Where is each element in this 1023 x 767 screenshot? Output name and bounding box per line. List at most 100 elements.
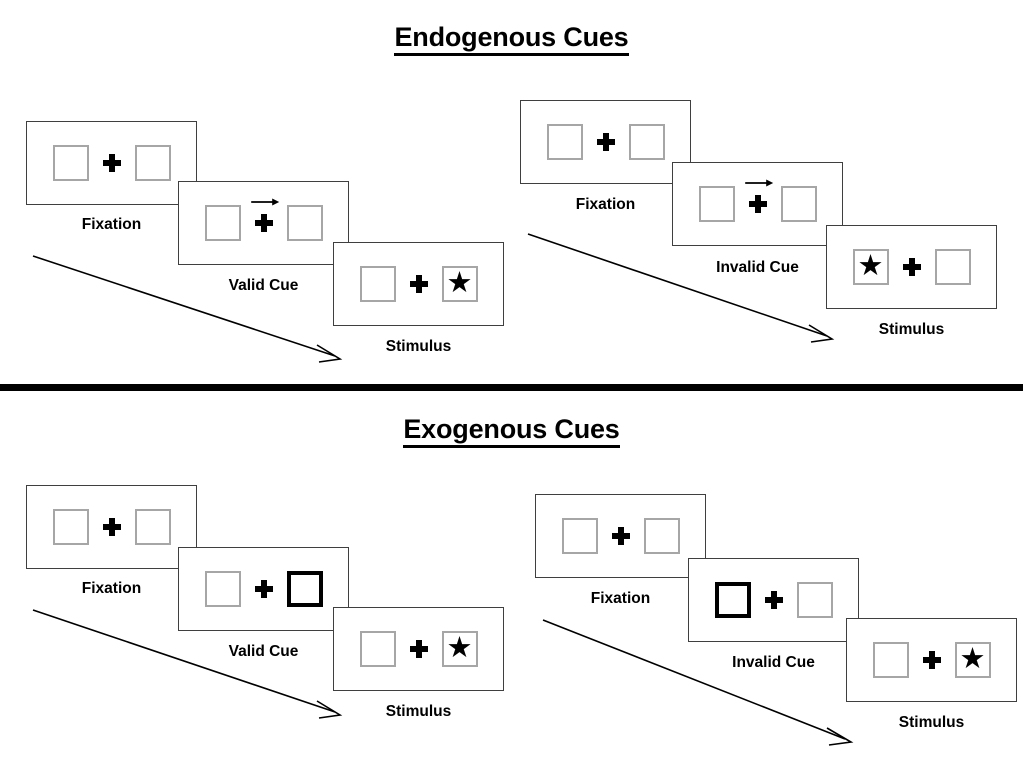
- left-box: [872, 642, 909, 678]
- flow-arrow-endogenous-valid: [32, 255, 343, 363]
- panel-inner: [561, 518, 680, 554]
- cue-slot: [254, 580, 273, 598]
- cue-slot: [611, 527, 630, 545]
- panel-exogenous-invalid-fixation[interactable]: [535, 494, 706, 578]
- panel-endogenous-valid-stimulus[interactable]: ★: [333, 242, 504, 326]
- panel-inner: [204, 198, 323, 241]
- panel-inner: [698, 179, 817, 222]
- fixation-cross-icon: [409, 640, 428, 658]
- right-box: [628, 124, 665, 160]
- cue-slot: [102, 518, 121, 536]
- fixation-cross-icon: [409, 275, 428, 293]
- right-box: ★: [954, 642, 991, 678]
- right-box: [796, 582, 833, 618]
- caption-valid-cue: Valid Cue: [228, 277, 299, 294]
- section-title-endogenous-text: Endogenous Cues: [394, 22, 629, 57]
- caption-stimulus: Stimulus: [385, 703, 452, 720]
- fixation-cross-icon: [596, 133, 615, 151]
- panel-inner: ★: [359, 631, 478, 667]
- cue-slot: [902, 258, 921, 276]
- panel-inner: [52, 509, 171, 545]
- left-box: [204, 571, 241, 607]
- section-title-exogenous: Exogenous Cues: [0, 414, 1023, 449]
- arrow-right-cue-icon: [250, 198, 279, 206]
- section-title-exogenous-text: Exogenous Cues: [403, 414, 620, 449]
- star-icon: ★: [959, 642, 986, 675]
- panel-inner: [52, 145, 171, 181]
- panel-exogenous-invalid-cue[interactable]: [688, 558, 859, 642]
- cue-slot: [764, 591, 783, 609]
- fixation-cross-icon: [922, 651, 941, 669]
- caption-fixation: Fixation: [81, 216, 142, 233]
- left-box: [546, 124, 583, 160]
- right-box: [643, 518, 680, 554]
- star-icon: ★: [446, 631, 473, 664]
- panel-exogenous-valid-stimulus[interactable]: ★: [333, 607, 504, 691]
- right-box: [134, 509, 171, 545]
- left-box: [52, 145, 89, 181]
- left-box: ★: [852, 249, 889, 285]
- fixation-cross-icon: [102, 518, 121, 536]
- panel-endogenous-valid-cue[interactable]: [178, 181, 349, 265]
- right-box: ★: [441, 266, 478, 302]
- left-box: [204, 205, 241, 241]
- fixation-cross-icon: [254, 580, 273, 598]
- caption-stimulus: Stimulus: [878, 321, 945, 338]
- fixation-cross-icon: [254, 214, 273, 232]
- panel-endogenous-invalid-cue[interactable]: [672, 162, 843, 246]
- right-box: [780, 186, 817, 222]
- panel-inner: ★: [359, 266, 478, 302]
- fixation-cross-icon: [764, 591, 783, 609]
- caption-fixation: Fixation: [575, 196, 636, 213]
- fixation-cross-icon: [902, 258, 921, 276]
- cue-slot: [596, 133, 615, 151]
- cue-slot: [409, 275, 428, 293]
- cue-slot: [102, 154, 121, 172]
- panel-endogenous-invalid-fixation[interactable]: [520, 100, 691, 184]
- left-box: [561, 518, 598, 554]
- flow-arrow-endogenous-invalid: [527, 233, 835, 343]
- section-endogenous: Endogenous Cues Fixation: [0, 22, 1023, 363]
- panel-inner: [546, 124, 665, 160]
- panel-exogenous-invalid-stimulus[interactable]: ★: [846, 618, 1017, 702]
- cue-slot: [409, 640, 428, 658]
- caption-stimulus: Stimulus: [385, 338, 452, 355]
- panel-exogenous-valid-fixation[interactable]: [26, 485, 197, 569]
- left-box: [698, 186, 735, 222]
- caption-invalid-cue: Invalid Cue: [732, 654, 815, 671]
- fixation-cross-icon: [611, 527, 630, 545]
- cue-slot: [922, 651, 941, 669]
- star-icon: ★: [857, 249, 884, 282]
- panel-inner: [714, 582, 833, 618]
- flow-arrow-exogenous-valid: [32, 609, 343, 719]
- right-box: ★: [441, 631, 478, 667]
- caption-fixation: Fixation: [81, 580, 142, 597]
- panel-inner: ★: [872, 642, 991, 678]
- section-exogenous: Exogenous Cues Fixation Valid Cue: [0, 392, 1023, 767]
- right-box: [934, 249, 971, 285]
- fixation-cross-icon: [102, 154, 121, 172]
- section-title-endogenous: Endogenous Cues: [0, 22, 1023, 57]
- cue-slot: [744, 179, 773, 213]
- left-box: [52, 509, 89, 545]
- star-icon: ★: [446, 266, 473, 299]
- arrow-right-cue-icon: [744, 179, 773, 187]
- panel-endogenous-valid-fixation[interactable]: [26, 121, 197, 205]
- right-box-flashed-cue: [286, 571, 323, 607]
- cue-slot: [250, 198, 279, 232]
- panel-exogenous-valid-cue[interactable]: [178, 547, 349, 631]
- fixation-cross-icon: [748, 195, 767, 213]
- left-box: [359, 631, 396, 667]
- caption-fixation: Fixation: [590, 590, 651, 607]
- panel-inner: [204, 571, 323, 607]
- left-box-flashed-cue: [714, 582, 751, 618]
- left-box: [359, 266, 396, 302]
- caption-invalid-cue: Invalid Cue: [716, 259, 799, 276]
- section-divider: [0, 384, 1023, 391]
- panel-endogenous-invalid-stimulus[interactable]: ★: [826, 225, 997, 309]
- caption-stimulus: Stimulus: [898, 714, 965, 731]
- right-box: [134, 145, 171, 181]
- caption-valid-cue: Valid Cue: [228, 643, 299, 660]
- right-box: [286, 205, 323, 241]
- flow-arrow-exogenous-invalid: [542, 619, 854, 746]
